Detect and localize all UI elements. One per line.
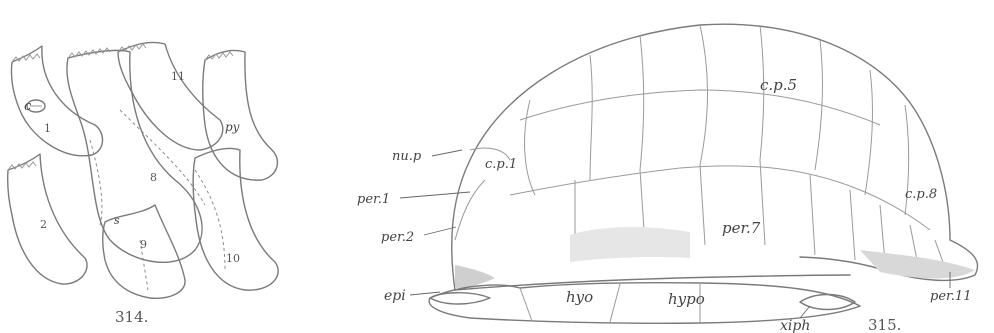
label-8: 8: [150, 171, 157, 184]
figure-314-caption: 314.: [115, 308, 148, 326]
label-s: s: [114, 214, 120, 227]
label-1: 1: [44, 122, 51, 135]
label-nup: nu.p: [392, 149, 422, 164]
label-10: 10: [226, 252, 240, 265]
label-cp8: c.p.8: [905, 187, 937, 202]
label-per1: per.1: [357, 192, 390, 207]
bridge-shading: [570, 227, 690, 262]
label-hypo: hypo: [668, 290, 705, 308]
label-py: py: [225, 120, 240, 134]
label-11: 11: [171, 70, 185, 83]
label-cp1: c.p.1: [485, 157, 517, 172]
bone-2: [8, 154, 87, 284]
label-per7: per.7: [722, 219, 761, 237]
figure-315-caption: 315.: [868, 316, 901, 333]
label-xiph: xiph: [780, 318, 810, 333]
carapace-outline: [452, 24, 978, 290]
label-2: 2: [40, 218, 47, 231]
label-9: 9: [140, 238, 147, 251]
label-per2: per.2: [381, 230, 414, 245]
label-hyo: hyo: [566, 288, 593, 306]
bone-10: [193, 148, 278, 290]
label-c: c: [24, 99, 32, 114]
figure-315: c.p.5 c.p.1 c.p.8 nu.p per.1 per.2 per.7…: [357, 24, 978, 333]
figure-314: c 1 2 8 9 10 11 s py 314.: [8, 42, 278, 326]
label-cp5: c.p.5: [760, 76, 797, 94]
label-per11: per.11: [930, 289, 971, 304]
label-epi: epi: [384, 288, 406, 304]
